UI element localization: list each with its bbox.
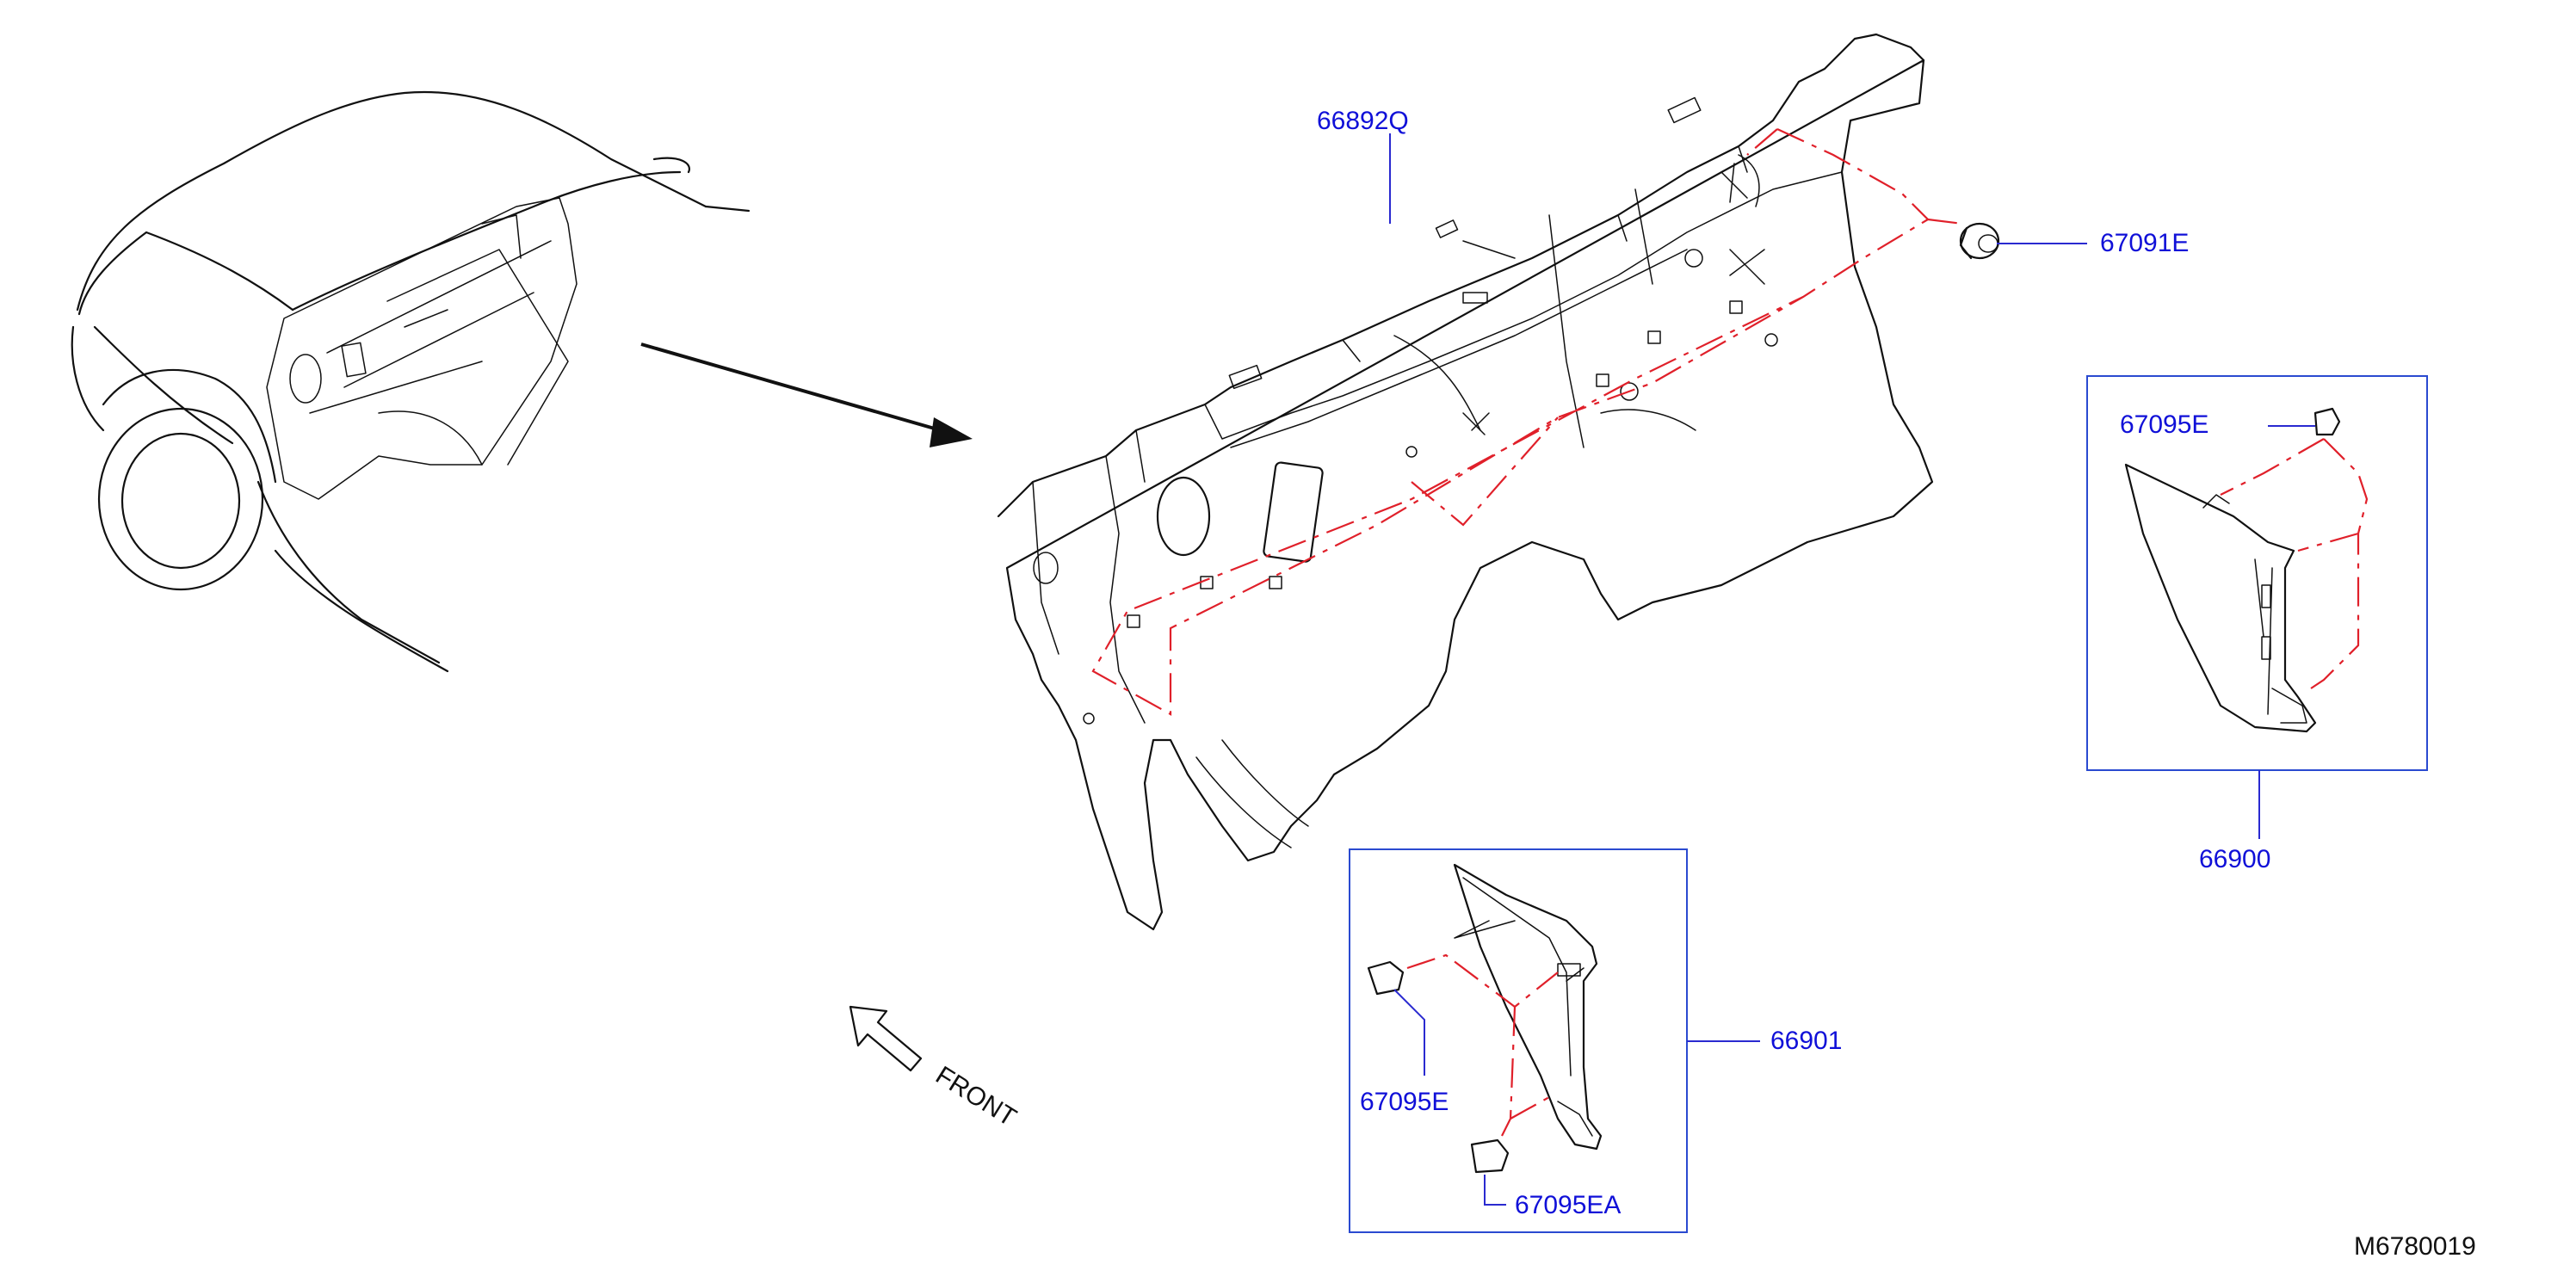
leader-lines [1389,133,2315,1206]
detail-box-left [1349,848,1688,1233]
diagram-code: M6780019 [2354,1232,2476,1261]
detail-box-right [2086,375,2428,771]
label-67091E: 67091E [2100,229,2189,257]
label-67095EA: 67095EA [1515,1191,1621,1219]
vehicle-overview [71,90,751,673]
pointer-arrow [640,342,973,447]
assembly-phantom-lines [1091,128,1963,716]
label-67095E-right: 67095E [2120,410,2208,439]
dash-insulator-drawing [997,33,1934,931]
label-66892Q: 66892Q [1317,107,1409,135]
label-67095E-left: 67095E [1360,1088,1449,1116]
grommet-part [1959,222,2000,260]
label-66900: 66900 [2199,845,2270,873]
label-66901: 66901 [1770,1027,1842,1055]
front-label: FRONT [930,1061,1021,1132]
front-direction-indicator [849,1005,923,1072]
